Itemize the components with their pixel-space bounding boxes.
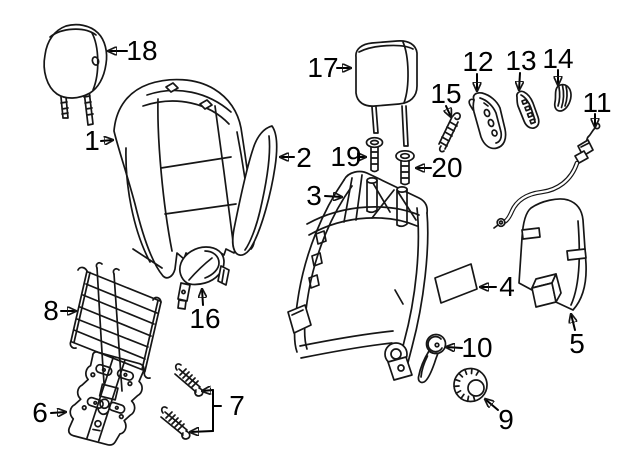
callout-17: 17 xyxy=(307,52,339,83)
part-19-guide-sleeve xyxy=(365,136,384,173)
arrow-5 xyxy=(571,314,575,331)
part-18-headrest xyxy=(43,23,108,126)
arrow-6 xyxy=(50,412,66,413)
part-8-lumbar-grid xyxy=(69,261,162,392)
arrow-16 xyxy=(202,289,203,306)
part-5-back-panel xyxy=(518,198,587,311)
part-6-lumbar-plate xyxy=(67,351,145,446)
callout-19: 19 xyxy=(330,141,362,172)
arrow-9 xyxy=(485,399,499,411)
callout-14: 14 xyxy=(542,43,574,74)
part-20-guide-sleeve xyxy=(395,149,415,186)
part-11-cable xyxy=(493,122,601,229)
callout-8: 8 xyxy=(43,295,59,326)
callout-3: 3 xyxy=(306,180,322,211)
callout-7: 7 xyxy=(229,390,245,421)
part-15-spring xyxy=(438,112,461,153)
arrow-1 xyxy=(100,140,113,141)
part-16-cover xyxy=(177,246,230,310)
part-4-label xyxy=(434,263,478,304)
callout-6: 6 xyxy=(32,397,48,428)
callout-16: 16 xyxy=(189,303,221,334)
callout-20: 20 xyxy=(431,152,463,183)
callout-11: 11 xyxy=(582,87,612,118)
arrow-10 xyxy=(446,347,463,348)
callout-15: 15 xyxy=(430,78,462,109)
part-9-knob xyxy=(453,367,488,403)
part-13-trim xyxy=(516,90,540,130)
part-2-side-pad xyxy=(231,125,278,256)
callout-18: 18 xyxy=(126,35,158,66)
callout-5: 5 xyxy=(569,328,585,359)
bracket-7 xyxy=(212,389,222,432)
part-10-lever xyxy=(417,333,447,384)
part-14-trim xyxy=(553,83,572,112)
callout-10: 10 xyxy=(461,332,493,363)
callout-12: 12 xyxy=(462,46,494,77)
part-3-frame xyxy=(287,170,429,381)
arrow-7b xyxy=(190,431,214,432)
arrow-7a xyxy=(202,390,214,391)
callout-4: 4 xyxy=(499,271,515,302)
arrow-3 xyxy=(324,196,342,197)
callout-13: 13 xyxy=(505,45,537,76)
callout-1: 1 xyxy=(84,125,100,156)
arrow-13 xyxy=(519,72,520,90)
callout-9: 9 xyxy=(498,404,514,435)
callout-arrows xyxy=(50,51,595,432)
part-7-springs xyxy=(160,363,204,440)
part-17-headrest xyxy=(355,40,418,147)
callout-2: 2 xyxy=(296,142,312,173)
arrow-15 xyxy=(446,105,451,117)
part-12-trim xyxy=(468,91,507,150)
